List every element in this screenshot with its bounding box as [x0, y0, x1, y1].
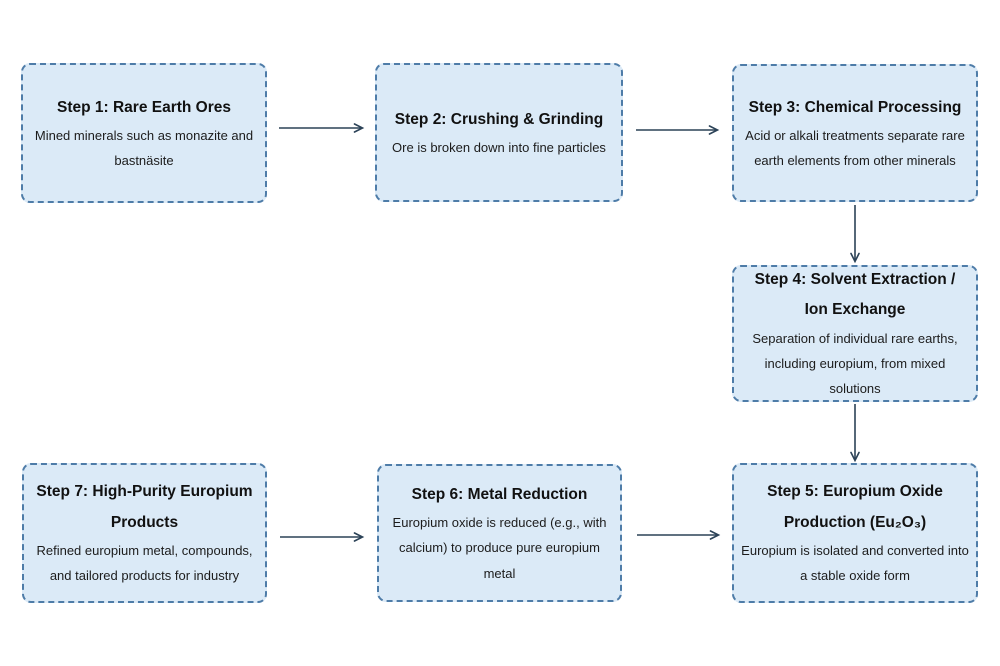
flow-node-step6: Step 6: Metal Reduction Europium oxide i… [377, 464, 622, 602]
node-description: Separation of individual rare earths, in… [752, 330, 958, 397]
node-title: Step 3: Chemical Processing [748, 98, 962, 116]
node-description: Europium oxide is reduced (e.g., with ca… [392, 515, 607, 581]
node-description: Mined minerals such as monazite and bast… [34, 127, 254, 169]
node-title: Step 7: High-Purity Europium Products [36, 483, 253, 531]
node-description: Refined europium metal, compounds, and t… [36, 542, 253, 584]
node-title: Step 5: Europium Oxide Production (Eu₂O₃… [767, 483, 943, 531]
node-description: Ore is broken down into fine particles [392, 139, 606, 155]
flow-node-step4: Step 4: Solvent Extraction / Ion Exchang… [732, 265, 978, 402]
node-title: Step 2: Crushing & Grinding [394, 110, 604, 128]
flow-node-step2: Step 2: Crushing & Grinding Ore is broke… [375, 63, 623, 202]
node-description: Europium is isolated and converted into … [741, 542, 969, 584]
flow-node-step1: Step 1: Rare Earth Ores Mined minerals s… [21, 63, 267, 203]
flow-node-step5: Step 5: Europium Oxide Production (Eu₂O₃… [732, 463, 978, 603]
flow-node-step7: Step 7: High-Purity Europium Products Re… [22, 463, 267, 603]
node-title: Step 6: Metal Reduction [411, 485, 588, 503]
flow-node-step3: Step 3: Chemical Processing Acid or alka… [732, 64, 978, 202]
node-title: Step 1: Rare Earth Ores [56, 98, 231, 116]
node-title: Step 4: Solvent Extraction / Ion Exchang… [754, 271, 956, 319]
node-description: Acid or alkali treatments separate rare … [745, 127, 965, 169]
